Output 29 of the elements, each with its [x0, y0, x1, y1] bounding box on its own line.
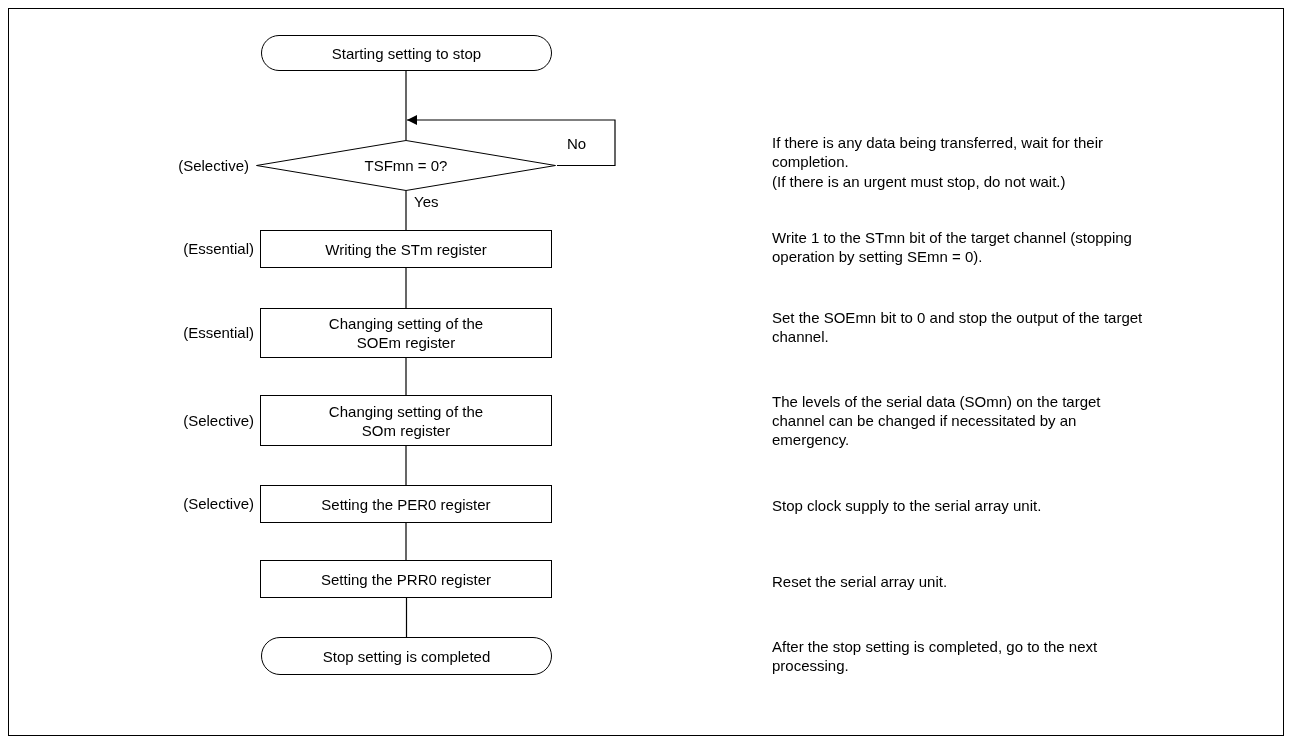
step-text: Changing setting of the SOm register — [327, 401, 485, 440]
note-text: (If there is an urgent must stop, do not wait.) — [772, 172, 1067, 191]
step-type-label: (Selective) — [183, 410, 254, 430]
note-text: After the stop setting is completed, go to the next processing. — [772, 637, 1099, 675]
step-text: Writing the STm register — [325, 239, 487, 259]
step-type-label: (Essential) — [183, 323, 254, 342]
terminal-box — [261, 637, 552, 675]
step-text: Starting setting to stop — [331, 43, 482, 63]
process-box — [260, 395, 552, 446]
step-type-label: (Essential) — [183, 239, 254, 258]
note-text: Stop clock supply to the serial array unit. — [772, 496, 1043, 515]
process-box — [260, 560, 552, 598]
step-text: Setting the PER0 register — [321, 494, 491, 514]
process-box — [260, 230, 552, 268]
note-text: Write 1 to the STmn bit of the target channel (stopping operation by setting SEmn = 0). — [772, 228, 1133, 266]
note-text: Reset the serial array unit. — [772, 572, 949, 591]
note-text: If there is any data being transferred, wait for their completion. — [772, 133, 1104, 171]
terminal-box — [261, 35, 552, 71]
step-text: Changing setting of the SOEm register — [327, 314, 485, 352]
note-text: The levels of the serial data (SOmn) on the target channel can be changed if necessitated by an emergency. — [772, 392, 1102, 449]
step-text: TSFmn = 0? — [364, 156, 448, 175]
step-text: Stop setting is completed — [322, 646, 491, 666]
note-text: Set the SOEmn bit to 0 and stop the output of the target channel. — [772, 308, 1144, 346]
process-box — [260, 308, 552, 358]
step-type-label: (Selective) — [178, 155, 249, 175]
process-box — [260, 485, 552, 523]
step-type-label: (Selective) — [183, 494, 254, 513]
decision-diamond — [255, 140, 557, 191]
step-text: Setting the PRR0 register — [320, 569, 492, 589]
